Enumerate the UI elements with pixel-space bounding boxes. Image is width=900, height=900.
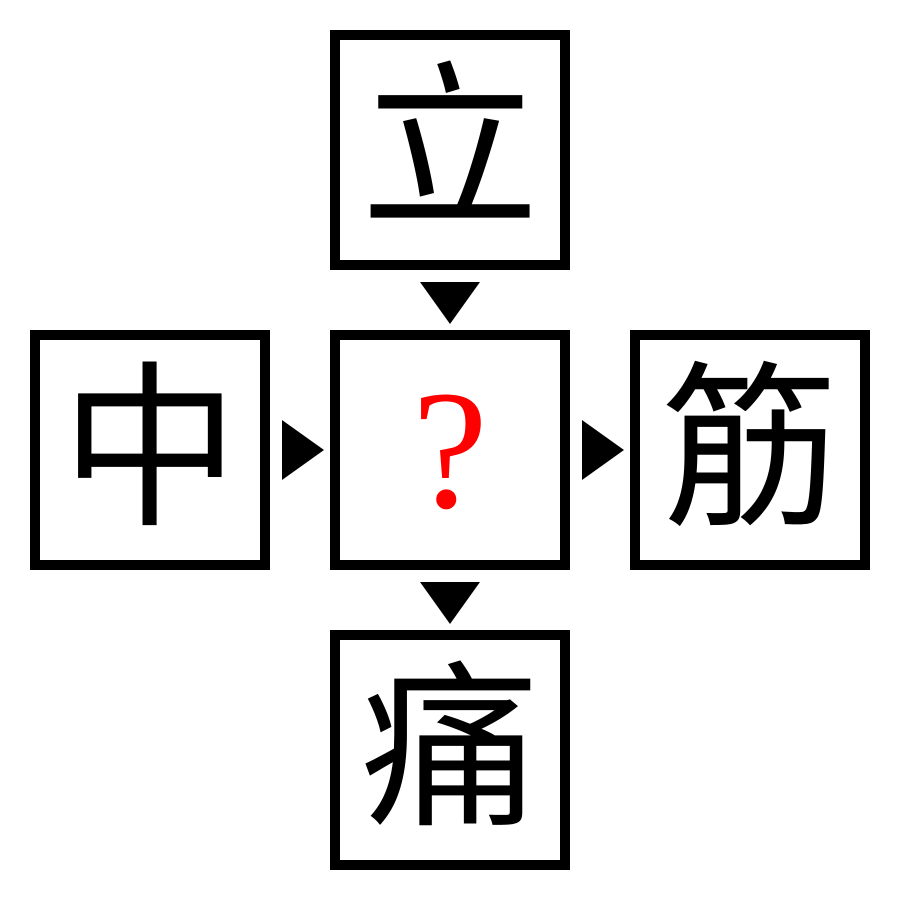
arrow-down-icon-center <box>420 582 480 624</box>
answer-box-center[interactable]: ? <box>330 330 570 570</box>
arrow-right-icon-left <box>282 420 324 480</box>
kanji-top: 立 <box>361 46 539 253</box>
kanji-left: 中 <box>61 346 239 553</box>
kanji-box-bottom: 痛 <box>330 630 570 870</box>
arrow-right-icon-center <box>582 420 624 480</box>
kanji-box-top: 立 <box>330 30 570 270</box>
arrow-down-icon-top <box>420 282 480 324</box>
kanji-box-right: 筋 <box>630 330 870 570</box>
kanji-bottom: 痛 <box>361 646 539 853</box>
question-mark: ? <box>412 356 488 544</box>
kanji-right: 筋 <box>661 346 839 553</box>
kanji-box-left: 中 <box>30 330 270 570</box>
